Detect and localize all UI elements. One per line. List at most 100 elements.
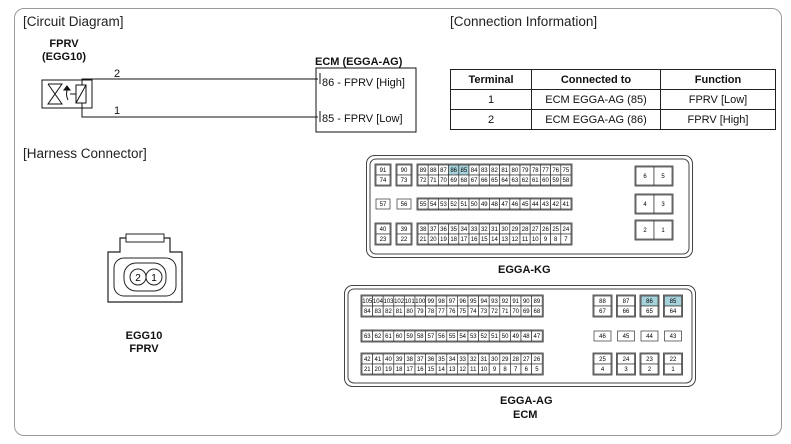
- svg-text:86: 86: [646, 299, 653, 305]
- connector-pin: 90: [396, 164, 412, 176]
- connector-pin: 40: [375, 223, 391, 235]
- svg-text:86: 86: [450, 168, 457, 174]
- svg-text:69: 69: [450, 178, 457, 184]
- connector-pin: 22: [664, 353, 682, 365]
- connector-pin: 9: [488, 363, 501, 375]
- svg-text:66: 66: [623, 309, 630, 315]
- connector-pin: 78: [425, 305, 437, 317]
- connector-pin: 37: [414, 353, 426, 365]
- svg-text:94: 94: [481, 299, 488, 305]
- connector-pin: 83: [372, 305, 384, 317]
- connector-pin: 11: [519, 233, 531, 245]
- connector-pin: 81: [393, 305, 405, 317]
- svg-text:23: 23: [380, 237, 387, 243]
- egg10-label: EGG10: [125, 330, 163, 342]
- svg-text:5: 5: [661, 174, 665, 180]
- svg-text:7: 7: [514, 367, 518, 373]
- connector-pin: 13: [446, 363, 458, 375]
- connector-pin: 17: [458, 233, 470, 245]
- connector-pin: 52: [448, 198, 460, 210]
- header-terminal: Terminal: [450, 69, 532, 90]
- connector-pin: 82: [489, 164, 500, 176]
- connector-pin: 32: [467, 353, 479, 365]
- connector-pin: 26: [531, 353, 543, 365]
- ecm-pin-86-label: 86 - FPRV [High]: [322, 77, 405, 89]
- connector-pin: 99: [425, 295, 437, 307]
- connector-pin: 31: [489, 223, 500, 235]
- svg-text:55: 55: [420, 202, 427, 208]
- svg-text:79: 79: [417, 309, 424, 315]
- connector-pin: 19: [438, 233, 449, 245]
- connector-pin: 30: [488, 353, 501, 365]
- svg-text:38: 38: [420, 227, 427, 233]
- svg-text:83: 83: [481, 168, 488, 174]
- connector-pin: 92: [499, 295, 511, 307]
- connector-pin: 103: [382, 295, 394, 307]
- outer-border: [14, 8, 782, 436]
- svg-text:48: 48: [491, 202, 498, 208]
- svg-text:9: 9: [544, 237, 548, 243]
- svg-text:46: 46: [512, 202, 519, 208]
- connector-pin: 105: [361, 295, 373, 307]
- connector-pin: 1: [664, 363, 682, 375]
- connector-pin: 9: [540, 233, 551, 245]
- connector-pin: 88: [593, 295, 612, 307]
- svg-text:4: 4: [601, 367, 605, 373]
- connector-pin: 80: [404, 305, 416, 317]
- svg-text:105: 105: [362, 299, 373, 305]
- svg-text:17: 17: [461, 237, 468, 243]
- table-header-row: Terminal Connected to Function: [450, 69, 776, 90]
- connector-pin: 6: [635, 166, 655, 186]
- svg-text:2: 2: [648, 367, 652, 373]
- connector-pin: 53: [467, 330, 479, 342]
- connector-pin: 59: [550, 174, 562, 186]
- svg-text:45: 45: [623, 334, 630, 340]
- connector-pin: 94: [478, 295, 490, 307]
- svg-text:61: 61: [385, 334, 392, 340]
- svg-text:39: 39: [396, 357, 403, 363]
- svg-text:18: 18: [396, 367, 403, 373]
- connector-pin: 48: [489, 198, 500, 210]
- connector-pin: 3: [653, 194, 673, 214]
- svg-text:70: 70: [512, 309, 519, 315]
- connector-pin: 12: [509, 233, 521, 245]
- connector-pin: 10: [478, 363, 490, 375]
- connector-pin: 41: [560, 198, 572, 210]
- svg-text:41: 41: [563, 202, 570, 208]
- connector-pin: 97: [446, 295, 458, 307]
- connector-pin: 98: [435, 295, 448, 307]
- connector-pin: 36: [438, 223, 449, 235]
- svg-text:65: 65: [491, 178, 498, 184]
- connector-pin: 10: [529, 233, 541, 245]
- connector-pin: 64: [499, 174, 511, 186]
- svg-text:95: 95: [470, 299, 477, 305]
- svg-text:49: 49: [512, 334, 519, 340]
- svg-text:30: 30: [491, 357, 498, 363]
- connector-pin: 33: [468, 223, 480, 235]
- svg-text:16: 16: [471, 237, 478, 243]
- svg-text:56: 56: [401, 202, 408, 208]
- svg-text:10: 10: [481, 367, 488, 373]
- svg-text:98: 98: [438, 299, 445, 305]
- connector-pin: 38: [417, 223, 429, 235]
- connection-info-heading: [Connection Information]: [450, 14, 598, 29]
- connector-pin: 28: [510, 353, 522, 365]
- connector-pin: 63: [509, 174, 521, 186]
- svg-text:30: 30: [501, 227, 508, 233]
- connector-pin: 39: [396, 223, 412, 235]
- connector-pin: 66: [478, 174, 490, 186]
- svg-text:31: 31: [481, 357, 488, 363]
- connector-pin: 35: [448, 223, 460, 235]
- svg-text:64: 64: [501, 178, 508, 184]
- connector-pin: 41: [372, 353, 384, 365]
- svg-text:67: 67: [599, 309, 606, 315]
- svg-text:29: 29: [512, 227, 519, 233]
- connector-pin: 19: [382, 363, 395, 375]
- svg-text:84: 84: [364, 309, 371, 315]
- svg-text:17: 17: [406, 367, 413, 373]
- connector-pin: 33: [457, 353, 469, 365]
- svg-text:85: 85: [670, 299, 677, 305]
- svg-text:2: 2: [643, 228, 647, 234]
- svg-text:59: 59: [552, 178, 559, 184]
- svg-text:72: 72: [491, 309, 498, 315]
